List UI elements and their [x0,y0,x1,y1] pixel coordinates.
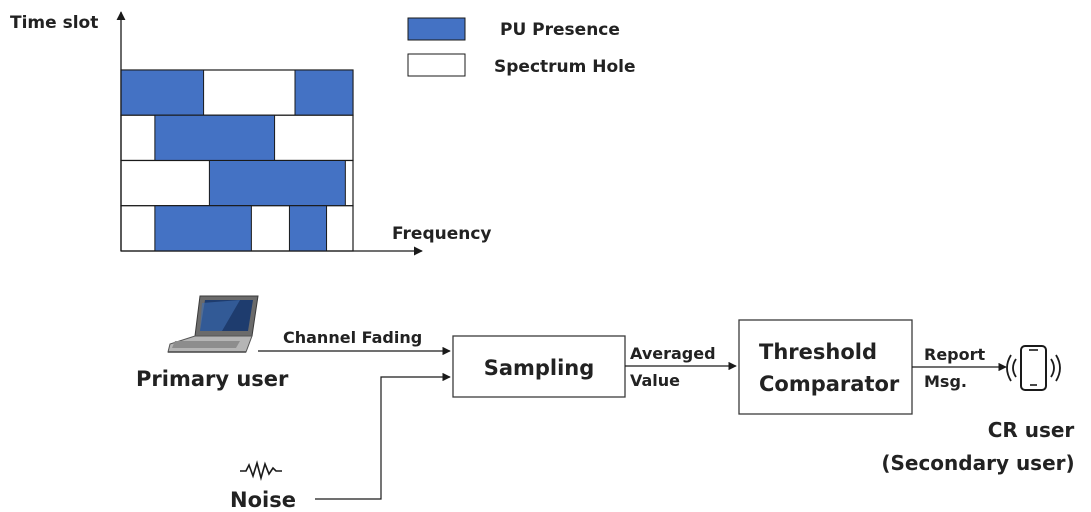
sampling-box [452,335,626,398]
comparator-box [738,319,913,415]
pu-block-r4-1 [154,205,252,252]
comparator-label-line1: Threshold [759,340,877,364]
channel-fading-label: Channel Fading [283,328,422,347]
laptop-icon [167,295,259,353]
cr-user-label-line2: (Secondary user) [881,451,1074,475]
averaged-label-line1: Averaged [630,344,716,363]
sampling-label: Sampling [484,356,595,380]
legend-swatch-pu [407,17,466,41]
legend-label-hole: Spectrum Hole [494,57,636,77]
legend-swatch-hole [407,53,466,77]
noise-label: Noise [230,488,296,512]
primary-user-label: Primary user [136,367,289,391]
pu-block-r4-2 [288,205,328,252]
x-axis-label: Frequency [392,224,492,244]
comparator-label-line2: Comparator [759,372,900,396]
pu-block-r2-1 [154,114,276,161]
spectrum-grid [120,69,354,252]
legend: PU Presence Spectrum Hole [407,17,636,77]
smartphone-icon [1006,345,1061,391]
report-label-line1: Report [924,345,986,364]
pu-block-r3-1 [208,160,346,207]
report-label-line2: Msg. [924,372,967,391]
averaged-label-line2: Value [630,371,680,390]
pu-block-r1-2 [294,69,354,116]
noise-wire [315,372,451,500]
legend-label-pu: PU Presence [500,20,620,40]
y-axis-label: Time slot [10,13,98,33]
cr-user-label-line1: CR user [988,418,1075,442]
noise-icon [240,460,282,482]
pu-block-r1-1 [120,69,205,116]
